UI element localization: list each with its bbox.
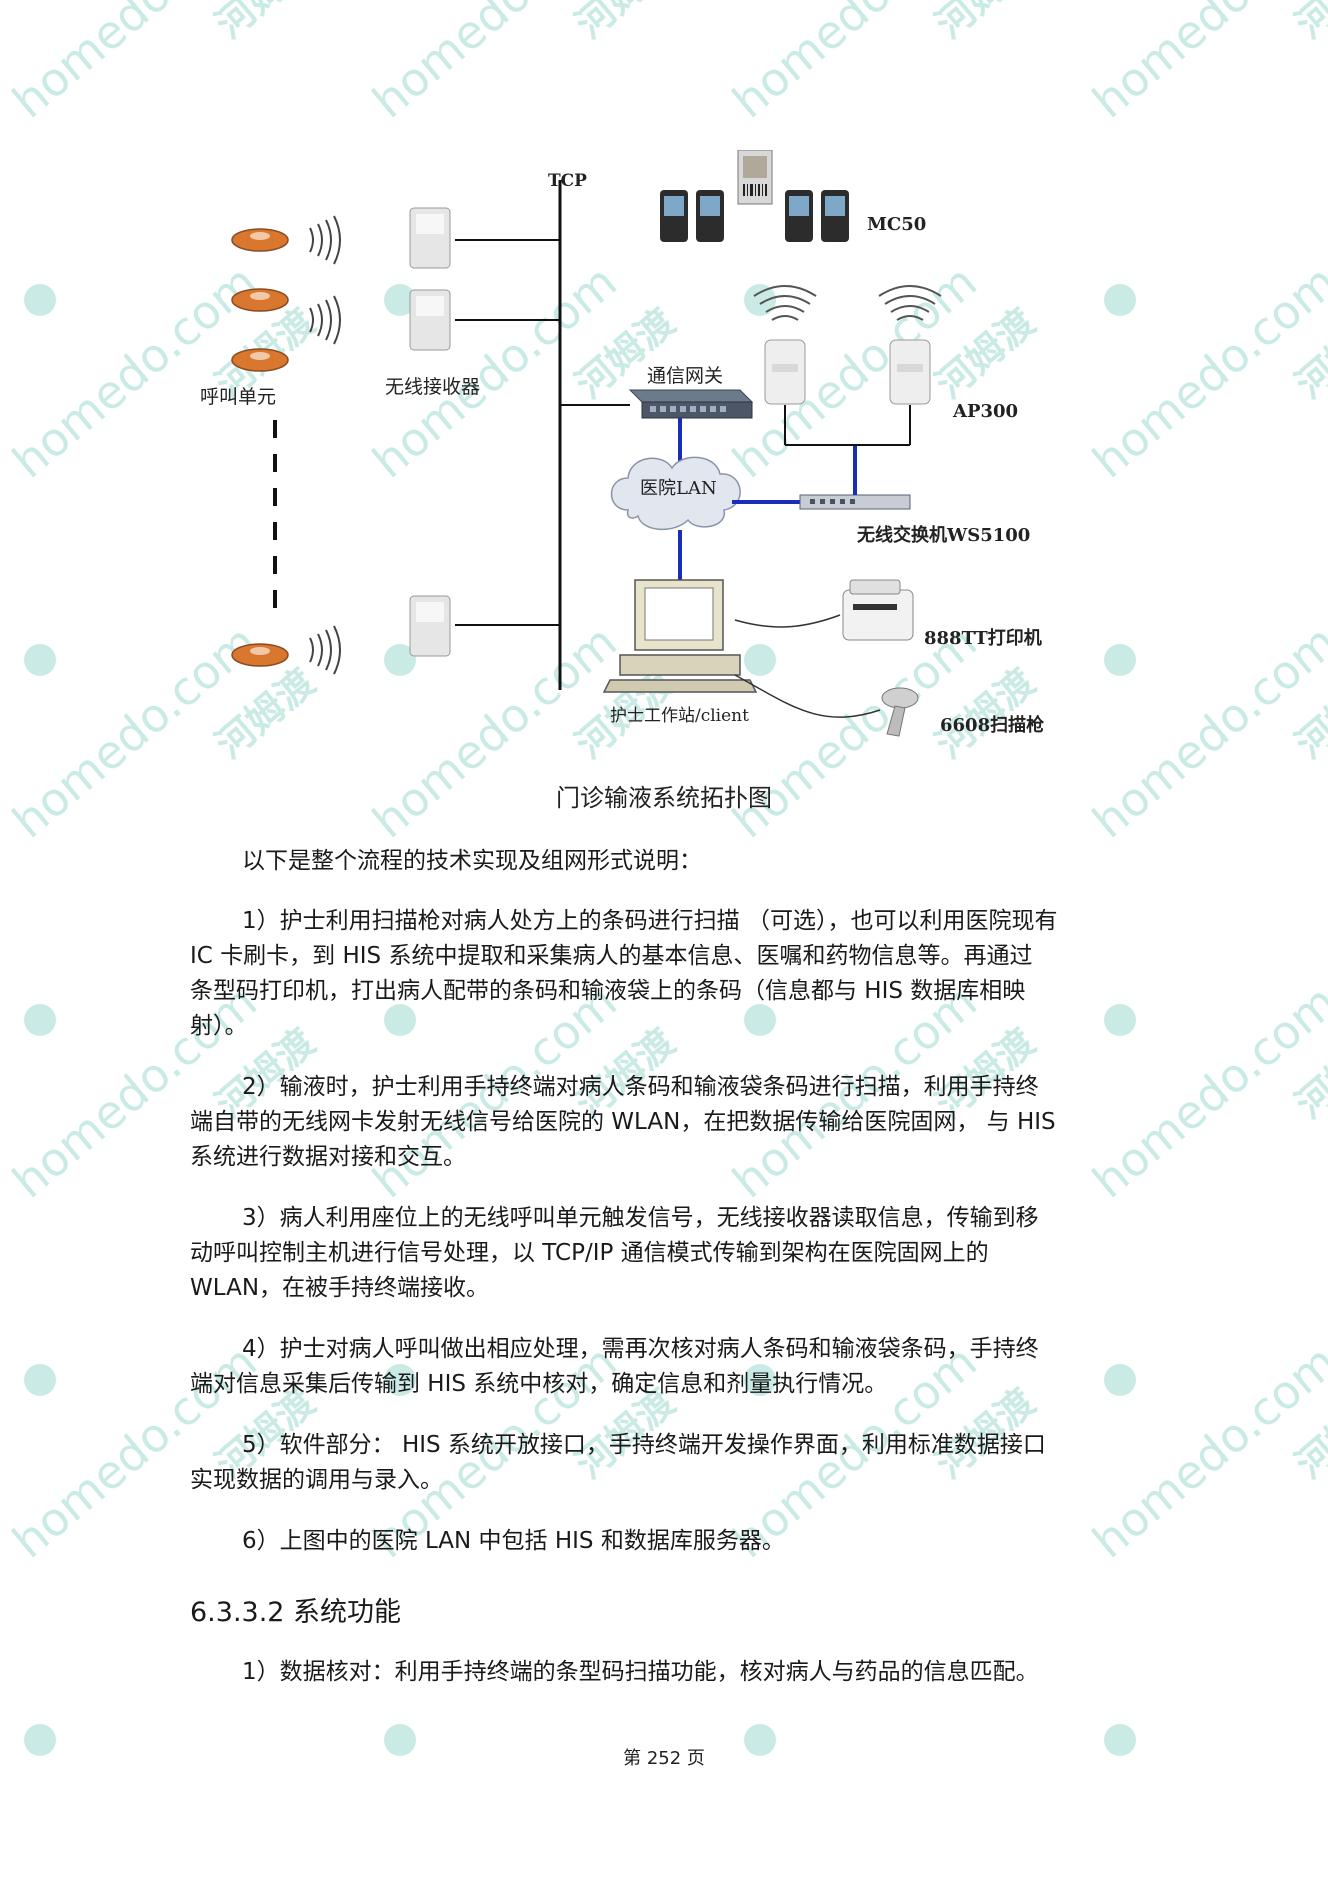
paragraph-intro: 以下是整个流程的技术实现及组网形式说明： — [190, 844, 1170, 879]
paragraph-line: 系统进行数据对接和交互。 — [190, 1144, 466, 1170]
paragraph-3: 3）病人利用座位上的无线呼叫单元触发信号，无线接收器读取信息，传输到移 动呼叫控… — [190, 1201, 1170, 1306]
watermark-text: homedo.com — [2, 0, 266, 128]
paragraph-line: 5）软件部分： HIS 系统开放接口，手持终端开发操作界面，利用标准数据接口 — [242, 1432, 1046, 1458]
mc50-label: MC50 — [867, 214, 926, 235]
watermark-text: 河姆渡 — [1288, 1020, 1328, 1127]
call-unit-icon — [231, 348, 289, 372]
wireless-receiver-label: 无线接收器 — [385, 376, 480, 398]
workstation-icon — [602, 579, 758, 693]
paragraph-line: 实现数据的调用与录入。 — [190, 1467, 443, 1493]
watermark-text: 河姆渡 — [1288, 1380, 1328, 1487]
watermark-text: homedo.com — [1082, 0, 1328, 128]
wireless-receiver-icon — [409, 207, 451, 269]
patient-barcode-image — [737, 150, 773, 205]
wireless-receiver-icon — [409, 595, 451, 657]
wireless-signal-icon — [309, 295, 341, 345]
call-unit-label: 呼叫单元 — [200, 386, 276, 408]
watermark-text: 河姆渡 — [208, 0, 324, 47]
watermark-text: homedo.com — [362, 0, 626, 128]
paragraph-line: 2）输液时，护士利用手持终端对病人条码和输液袋条码进行扫描，利用手持终 — [242, 1074, 1039, 1100]
paragraph-line: 1）护士利用扫描枪对病人处方上的条码进行扫描 （可选），也可以利用医院现有 — [242, 908, 1058, 934]
scanner-icon — [881, 687, 919, 737]
call-unit-icon — [231, 288, 289, 312]
watermark-text: homedo.com — [722, 0, 986, 128]
paragraph-line: 4）护士对病人呼叫做出相应处理，需再次核对病人条码和输液袋条码，手持终 — [242, 1336, 1039, 1362]
watermark-flower-icon — [24, 644, 56, 676]
paragraph-1: 1）护士利用扫描枪对病人处方上的条码进行扫描 （可选），也可以利用医院现有 IC… — [190, 904, 1170, 1044]
access-point-icon — [764, 339, 806, 405]
hospital-lan-label: 医院LAN — [640, 478, 717, 499]
paragraph-line: 动呼叫控制主机进行信号处理，以 TCP/IP 通信模式传输到架构在医院固网上的 — [190, 1240, 989, 1266]
wireless-signal-icon — [878, 285, 942, 321]
handheld-terminal-icon — [660, 190, 849, 242]
wireless-signal-icon — [753, 285, 817, 321]
switch-label: 无线交换机WS5100 — [857, 524, 1030, 546]
section-heading: 6.3.3.2 系统功能 — [190, 1597, 402, 1628]
topology-diagram: TCP 呼叫单元 无线接收器 — [200, 150, 1044, 737]
watermark-text: 河姆渡 — [928, 0, 1044, 47]
switch-icon — [799, 494, 911, 510]
wireless-signal-icon — [309, 215, 341, 265]
paragraph-line: 以下是整个流程的技术实现及组网形式说明： — [242, 848, 702, 874]
wireless-receiver-icon — [409, 289, 451, 351]
call-unit-icon — [231, 643, 289, 667]
gateway-label: 通信网关 — [647, 365, 723, 387]
paragraph-5: 5）软件部分： HIS 系统开放接口，手持终端开发操作界面，利用标准数据接口 实… — [190, 1428, 1170, 1498]
paragraph-6: 6）上图中的医院 LAN 中包括 HIS 和数据库服务器。 — [190, 1524, 1170, 1559]
watermark-text: 河姆渡 — [1288, 660, 1328, 767]
watermark-text: 河姆渡 — [1288, 0, 1328, 47]
paragraph-line: 端自带的无线网卡发射无线信号给医院的 WLAN，在把数据传输给医院固网， 与 H… — [190, 1109, 1056, 1135]
watermark-flower-icon — [24, 1364, 56, 1396]
ap300-label: AP300 — [952, 401, 1018, 422]
paragraph-line: WLAN，在被手持终端接收。 — [190, 1275, 490, 1301]
watermark-text: 河姆渡 — [1288, 300, 1328, 407]
scanner-label: 6608扫描枪 — [940, 714, 1044, 736]
paragraph-line: 1）数据核对：利用手持终端的条型码扫描功能，核对病人与药品的信息匹配。 — [242, 1659, 1039, 1685]
call-unit-icon — [231, 228, 289, 252]
page-number: 第 252 页 — [623, 1748, 705, 1769]
watermark-text: 河姆渡 — [568, 0, 684, 47]
watermark-flower-icon — [24, 284, 56, 316]
tcp-label: TCP — [548, 171, 587, 191]
paragraph-2: 2）输液时，护士利用手持终端对病人条码和输液袋条码进行扫描，利用手持终 端自带的… — [190, 1070, 1170, 1175]
watermark-flower-icon — [24, 1004, 56, 1036]
printer-label: 888TT打印机 — [924, 627, 1042, 649]
paragraph-line: 端对信息采集后传输到 HIS 系统中核对，确定信息和剂量执行情况。 — [190, 1371, 888, 1397]
paragraph-line: 6）上图中的医院 LAN 中包括 HIS 和数据库服务器。 — [242, 1528, 785, 1554]
paragraph-line: 条型码打印机，打出病人配带的条码和输液袋上的条码（信息都与 HIS 数据库相映 — [190, 978, 1026, 1004]
workstation-label: 护士工作站/client — [610, 706, 749, 726]
paragraph-line: 射）。 — [190, 1013, 248, 1039]
wireless-signal-icon — [309, 625, 341, 675]
paragraph-line: 3）病人利用座位上的无线呼叫单元触发信号，无线接收器读取信息，传输到移 — [242, 1205, 1039, 1231]
figure-caption: 门诊输液系统拓扑图 — [556, 784, 772, 812]
gateway-icon — [628, 389, 754, 419]
cloud-icon — [610, 456, 741, 531]
paragraph-7: 1）数据核对：利用手持终端的条型码扫描功能，核对病人与药品的信息匹配。 — [190, 1655, 1170, 1690]
paragraph-4: 4）护士对病人呼叫做出相应处理，需再次核对病人条码和输液袋条码，手持终 端对信息… — [190, 1332, 1170, 1402]
paragraph-line: IC 卡刷卡，到 HIS 系统中提取和采集病人的基本信息、医嘱和药物信息等。再通… — [190, 943, 1033, 969]
access-point-icon — [889, 339, 931, 405]
printer-icon — [842, 579, 914, 641]
